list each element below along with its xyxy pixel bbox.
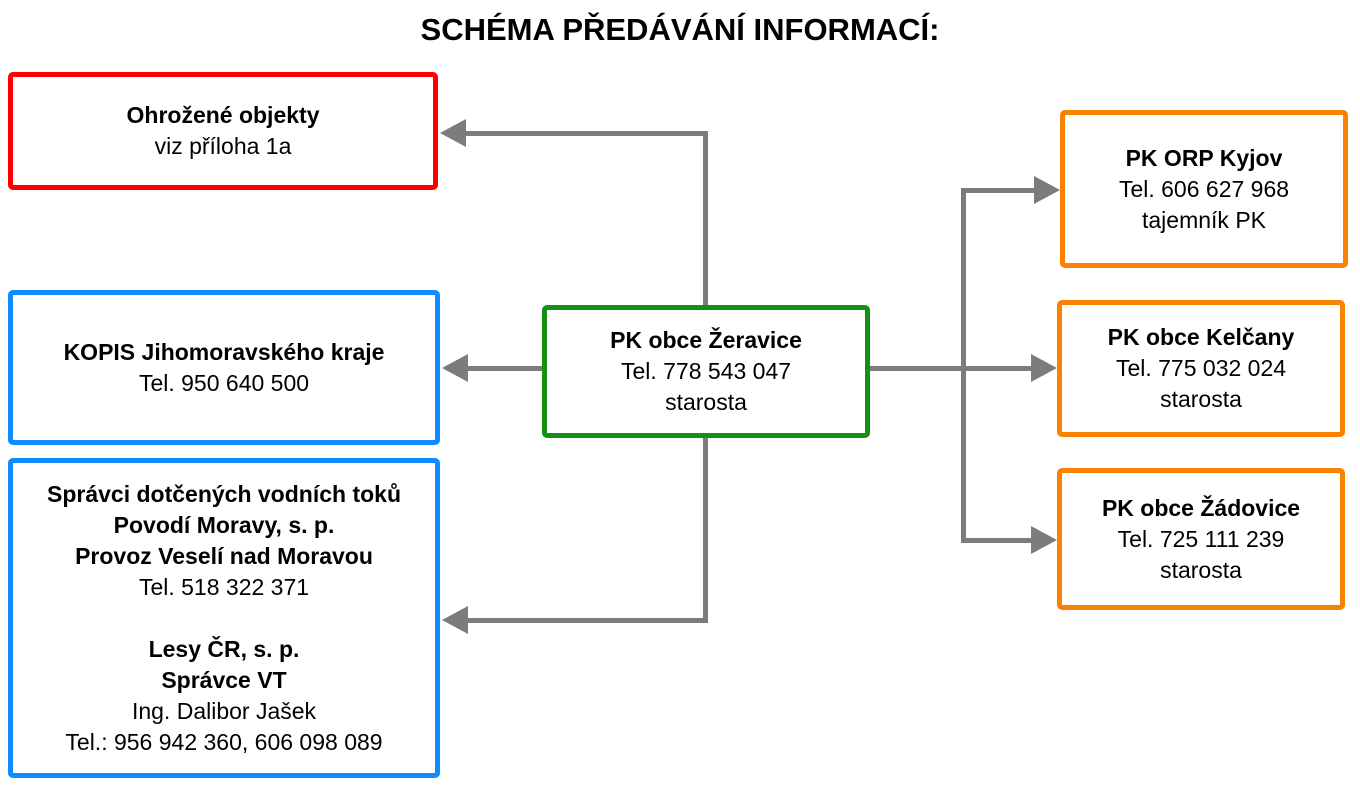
node-threatened-objects-title: Ohrožené objekty [126,102,320,128]
node-water-managers-org2: Lesy ČR, s. p. [148,635,300,662]
node-pk-zeravice-role: starosta [665,389,747,415]
node-threatened-objects: Ohrožené objekty viz příloha 1a [8,72,438,190]
node-water-managers-title: Správci dotčených vodních toků [46,480,402,507]
connector-zeravice-right-line [870,366,1031,371]
node-pk-kelcany-phone: Tel. 775 032 024 [1115,355,1287,381]
page-title: SCHÉMA PŘEDÁVÁNÍ INFORMACÍ: [420,12,940,47]
connector-to-zadovice-line [961,538,1031,543]
node-pk-zeravice: PK obce Žeravice Tel. 778 543 047 staros… [542,305,870,438]
node-pk-orp-kyjov-title: PK ORP Kyjov [1125,144,1283,171]
node-water-managers-person: Ing. Dalibor Jašek [131,697,317,724]
node-pk-kelcany-title: PK obce Kelčany [1107,324,1295,350]
arrowhead-to-threatened-icon [440,119,466,147]
node-water-managers-org1: Povodí Moravy, s. p. [113,511,335,538]
arrowhead-to-kelcany-icon [1031,354,1057,382]
connector-right-branch-line [961,188,966,543]
node-pk-orp-kyjov: PK ORP Kyjov Tel. 606 627 968 tajemník P… [1060,110,1348,268]
connector-to-water-managers-line [468,618,708,623]
node-threatened-objects-subtitle: viz příloha 1a [154,133,292,159]
node-pk-orp-kyjov-role: tajemník PK [1142,206,1266,233]
node-pk-kelcany-role: starosta [1160,386,1242,412]
node-kopis-jmk: KOPIS Jihomoravského kraje Tel. 950 640 … [8,290,440,445]
arrowhead-to-zadovice-icon [1031,526,1057,554]
node-pk-zadovice-role: starosta [1160,556,1242,583]
arrowhead-to-water-managers-icon [442,606,468,634]
connector-to-kyjov-line [961,188,1034,193]
connector-zeravice-up-line [703,131,708,305]
node-pk-zadovice-title: PK obce Žádovice [1101,494,1301,521]
node-water-managers: Správci dotčených vodních toků Povodí Mo… [8,458,440,778]
connector-to-kopis-line [468,366,542,371]
node-kopis-phone: Tel. 950 640 500 [138,369,310,396]
node-pk-orp-kyjov-phone: Tel. 606 627 968 [1118,175,1290,202]
node-kopis-title: KOPIS Jihomoravského kraje [63,338,385,365]
node-water-managers-phone2: Tel.: 956 942 360, 606 098 089 [65,728,383,755]
node-pk-zeravice-phone: Tel. 778 543 047 [620,358,792,384]
node-water-managers-phone1: Tel. 518 322 371 [138,573,310,600]
node-water-managers-role: Správce VT [161,666,287,693]
arrowhead-to-kopis-icon [442,354,468,382]
connector-zeravice-down-line [703,438,708,623]
node-pk-kelcany: PK obce Kelčany Tel. 775 032 024 starost… [1057,300,1345,437]
node-pk-zadovice-phone: Tel. 725 111 239 [1117,525,1285,552]
arrowhead-to-kyjov-icon [1034,176,1060,204]
node-pk-zadovice: PK obce Žádovice Tel. 725 111 239 staros… [1057,468,1345,610]
connector-to-threatened-line [466,131,708,136]
node-water-managers-branch: Provoz Veselí nad Moravou [75,542,373,569]
node-pk-zeravice-title: PK obce Žeravice [610,327,802,353]
